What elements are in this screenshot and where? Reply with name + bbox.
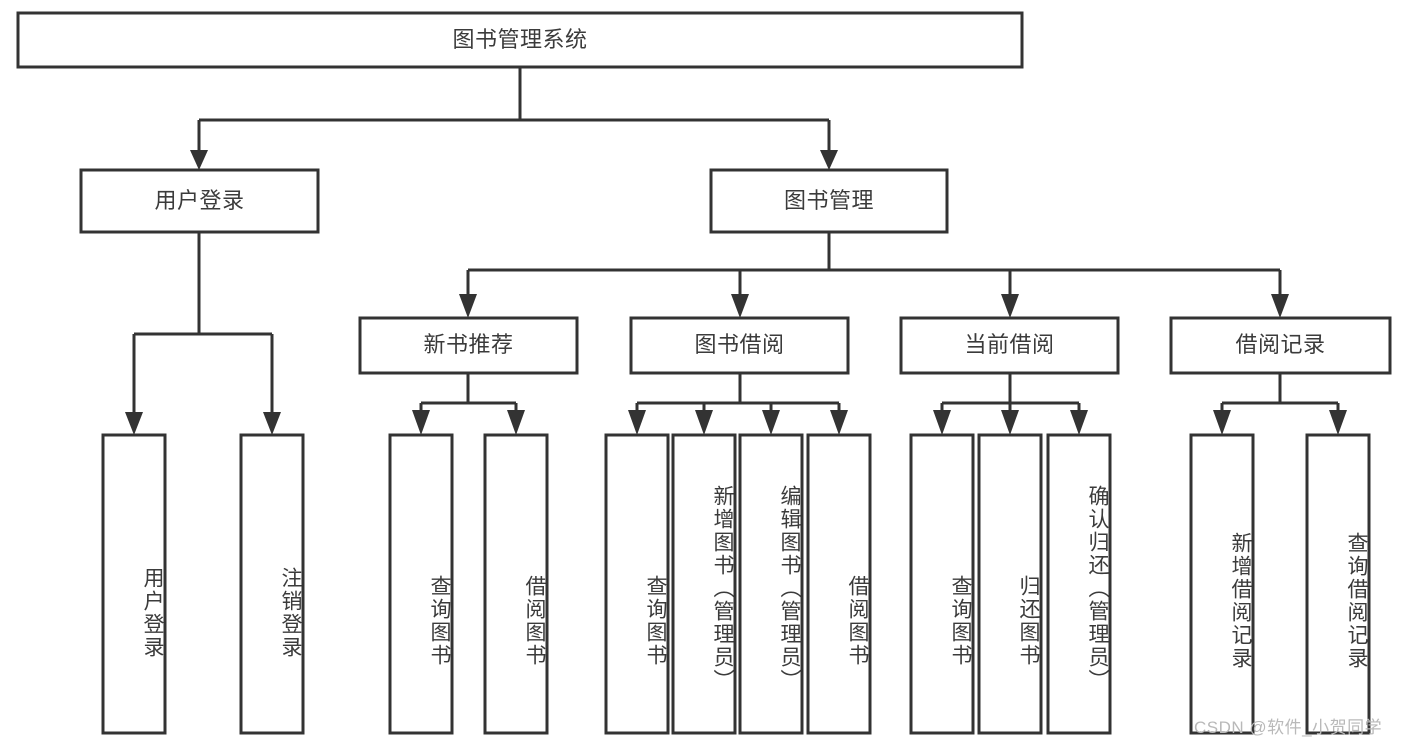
node-box-current-borrow[interactable] xyxy=(899,316,1120,375)
connector-userlogin-to-leaves xyxy=(125,232,281,435)
node-box-leaf-query-book-1[interactable] xyxy=(388,433,454,735)
connector-borrowrecord-to-leaves xyxy=(1213,373,1347,435)
node-box-leaf-borrow-book-2[interactable] xyxy=(806,433,872,735)
node-box-book-borrow[interactable] xyxy=(629,316,850,375)
node-box-root[interactable] xyxy=(16,11,1024,69)
connector-currentborrow-to-leaves xyxy=(933,373,1088,435)
connector-newbook-to-leaves xyxy=(412,373,525,435)
csdn-watermark: CSDN @软件_小贺同学 xyxy=(1194,718,1383,737)
node-box-leaf-edit-book[interactable] xyxy=(738,433,804,735)
node-box-leaf-query-record[interactable] xyxy=(1305,433,1371,735)
node-box-leaf-logout[interactable] xyxy=(239,433,305,735)
node-box-leaf-add-book[interactable] xyxy=(671,433,737,735)
connector-root-to-level2 xyxy=(190,67,838,170)
node-box-leaf-return-book[interactable] xyxy=(977,433,1043,735)
node-box-leaf-user-login[interactable] xyxy=(101,433,167,735)
node-box-leaf-query-book-3[interactable] xyxy=(909,433,975,735)
node-box-new-book-rec[interactable] xyxy=(358,316,579,375)
node-box-book-manage[interactable] xyxy=(709,168,949,234)
connector-bookborrow-to-leaves xyxy=(628,373,848,435)
connector-bookmanage-to-level3 xyxy=(459,232,1289,318)
node-box-user-login[interactable] xyxy=(79,168,320,234)
node-box-leaf-borrow-book-1[interactable] xyxy=(483,433,549,735)
node-box-leaf-add-record[interactable] xyxy=(1189,433,1255,735)
node-box-leaf-query-book-2[interactable] xyxy=(604,433,670,735)
node-box-borrow-record[interactable] xyxy=(1169,316,1392,375)
node-box-leaf-confirm-return[interactable] xyxy=(1046,433,1112,735)
